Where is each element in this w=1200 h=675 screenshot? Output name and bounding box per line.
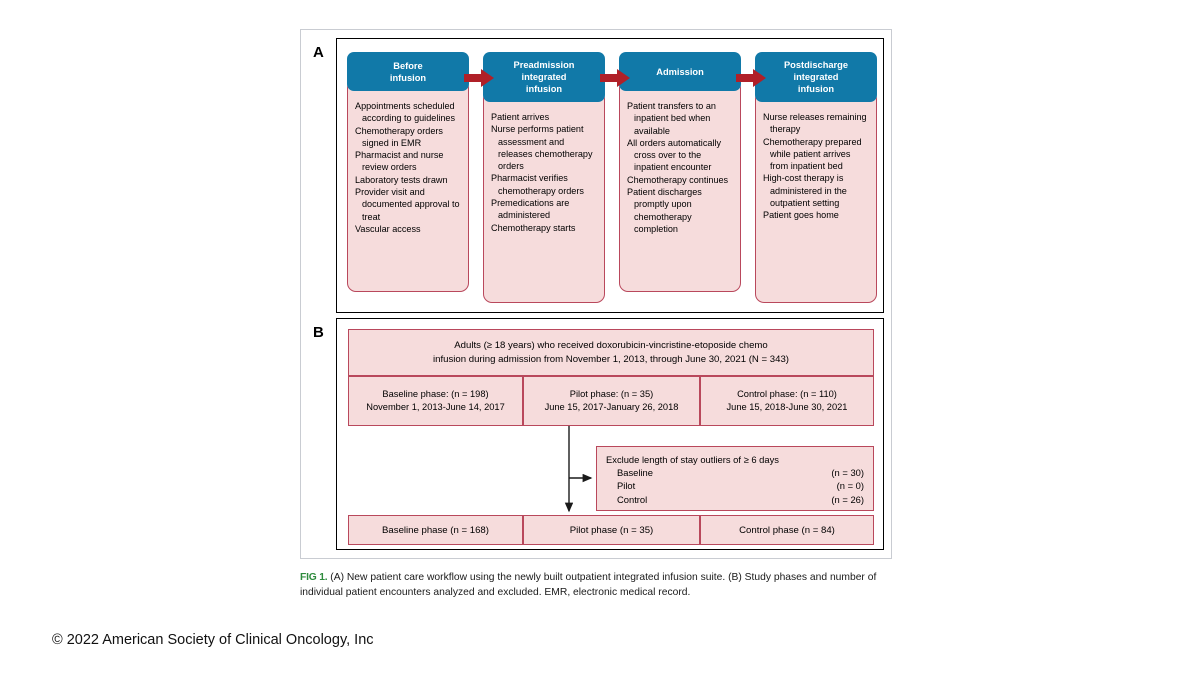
workflow-header-before-infusion: Before infusion [347, 52, 469, 91]
final-box-pilot: Pilot phase (n = 35) [523, 515, 700, 545]
phase-dates: November 1, 2013-June 14, 2017 [366, 402, 505, 412]
workflow-column-preadmission-integrated-infusion: Preadmission integrated infusion Patient… [483, 52, 605, 303]
workflow-header-line: infusion [389, 72, 427, 83]
workflow-header-line: infusion [525, 84, 563, 94]
workflow-body-preadmission: Patient arrives Nurse performs patient a… [483, 90, 605, 303]
exclude-box: Exclude length of stay outliers of ≥ 6 d… [596, 446, 874, 511]
exclude-value: (n = 26) [831, 493, 864, 505]
panel-a-letter: A [313, 44, 324, 61]
workflow-item: Pharmacist verifies chemotherapy orders [491, 173, 584, 196]
workflow-header-line: integrated [521, 72, 567, 82]
phase-label: Baseline phase: (n = 198) [382, 389, 489, 400]
workflow-body-postdischarge: Nurse releases remaining therapy Chemoth… [755, 90, 877, 303]
phase-box-control: Control phase: (n = 110) June 15, 2018-J… [700, 376, 874, 426]
arrow-preadmission-to-admission-icon [600, 69, 630, 87]
workflow-item: All orders automatically cross over to t… [627, 137, 722, 173]
phase-dates: June 15, 2018-June 30, 2021 [726, 402, 848, 412]
workflow-header-line: Postdischarge [783, 60, 849, 70]
phase-box-baseline: Baseline phase: (n = 198) November 1, 20… [348, 376, 523, 426]
workflow-item: Chemotherapy orders signed in EMR [355, 125, 443, 148]
exclude-title: Exclude length of stay outliers of ≥ 6 d… [606, 454, 779, 465]
workflow-header-line: integrated [793, 72, 839, 82]
workflow-item: Premedications are administered [491, 198, 570, 221]
workflow-header-line: infusion [797, 84, 835, 94]
exclude-value: (n = 30) [831, 467, 864, 479]
panel-a-container: Before infusion Appointments scheduled a… [336, 38, 884, 313]
workflow-item: Appointments scheduled according to guid… [355, 101, 456, 124]
workflow-header-admission: Admission [619, 52, 741, 91]
figure-caption-text: (A) New patient care workflow using the … [300, 572, 877, 598]
workflow-item: Patient arrives [491, 112, 550, 122]
workflow-item: Nurse performs patient assessment and re… [491, 124, 593, 172]
phase-box-pilot: Pilot phase: (n = 35) June 15, 2017-Janu… [523, 376, 700, 426]
final-box-baseline: Baseline phase (n = 168) [348, 515, 523, 545]
workflow-item: Provider visit and documented approval t… [355, 187, 460, 222]
workflow-item: Patient transfers to an inpatient bed wh… [627, 101, 716, 136]
exclude-row-pilot: Pilot (n = 0) [606, 479, 864, 492]
workflow-column-postdischarge-integrated-infusion: Postdischarge integrated infusion Nurse … [755, 52, 877, 303]
workflow-header-line: Admission [656, 66, 704, 77]
phase-label: Control phase: (n = 110) [737, 389, 837, 400]
copyright-notice: © 2022 American Society of Clinical Onco… [52, 632, 374, 648]
final-box-control: Control phase (n = 84) [700, 515, 874, 545]
panel-b-letter: B [313, 324, 324, 341]
cohort-line-1: Adults (≥ 18 years) who received doxorub… [454, 340, 768, 351]
exclude-label: Baseline [617, 467, 653, 479]
workflow-header-line: Preadmission [513, 60, 575, 70]
cohort-line-2: infusion during admission from November … [433, 353, 789, 365]
workflow-header-preadmission: Preadmission integrated infusion [483, 52, 605, 102]
workflow-item: Nurse releases remaining therapy [763, 112, 867, 135]
workflow-item: Chemotherapy starts [491, 222, 576, 233]
workflow-header-line: Before [393, 60, 423, 71]
exclude-label: Control [617, 493, 648, 505]
phase-dates: June 15, 2017-January 26, 2018 [544, 402, 679, 412]
workflow-item: Patient discharges promptly upon chemoth… [627, 187, 702, 234]
cohort-box: Adults (≥ 18 years) who received doxorub… [348, 329, 874, 376]
workflow-column-before-infusion: Before infusion Appointments scheduled a… [347, 52, 469, 292]
workflow-body-admission: Patient transfers to an inpatient bed wh… [619, 79, 741, 292]
phase-label: Pilot phase: (n = 35) [569, 389, 654, 400]
figure-label: FIG 1. [300, 572, 328, 583]
workflow-item: Patient goes home [763, 210, 839, 221]
figure-caption: FIG 1. (A) New patient care workflow usi… [300, 570, 900, 600]
exclude-row-baseline: Baseline (n = 30) [606, 466, 864, 479]
arrow-admission-to-postdischarge-icon [736, 69, 766, 87]
exclude-label: Pilot [617, 480, 636, 492]
exclude-value: (n = 0) [836, 480, 864, 492]
workflow-item: Chemotherapy prepared while patient arri… [763, 136, 862, 172]
workflow-item: Chemotherapy continues [627, 174, 729, 185]
workflow-item: High-cost therapy is administered in the… [763, 173, 847, 209]
workflow-item: Vascular access [355, 223, 421, 234]
exclude-row-control: Control (n = 26) [606, 493, 864, 506]
panel-b-container: Adults (≥ 18 years) who received doxorub… [336, 318, 884, 550]
workflow-body-before-infusion: Appointments scheduled according to guid… [347, 79, 469, 292]
workflow-item: Laboratory tests drawn [355, 174, 448, 185]
arrow-before-to-preadmission-icon [464, 69, 494, 87]
workflow-column-admission: Admission Patient transfers to an inpati… [619, 52, 741, 292]
workflow-item: Pharmacist and nurse review orders [355, 150, 444, 173]
workflow-header-postdischarge: Postdischarge integrated infusion [755, 52, 877, 102]
